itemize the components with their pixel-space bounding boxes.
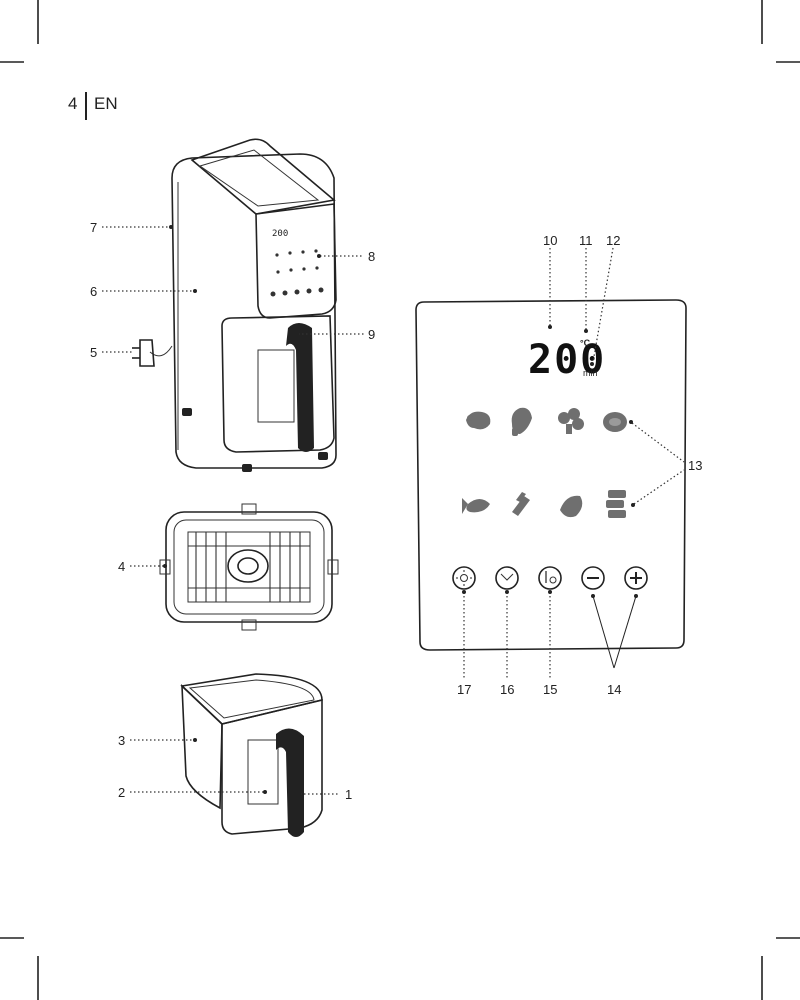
preset-row-1 <box>466 407 627 436</box>
plus-icon[interactable] <box>624 566 648 590</box>
callout-2: 2 <box>118 785 125 800</box>
display-temperature: 200 <box>528 337 606 383</box>
callout-10: 10 <box>543 233 557 248</box>
button-row <box>452 566 648 590</box>
crisper-plate-illustration <box>159 503 339 631</box>
bacon-icon[interactable] <box>606 490 626 518</box>
page-number: 4 <box>68 94 77 113</box>
callout-15: 15 <box>543 682 557 697</box>
callout-8: 8 <box>368 249 375 264</box>
callout-6: 6 <box>90 284 97 299</box>
callout-7: 7 <box>90 220 97 235</box>
callout-4: 4 <box>118 559 125 574</box>
callout-16: 16 <box>500 682 514 697</box>
language-code: EN <box>94 94 118 113</box>
callout-1: 1 <box>345 787 352 802</box>
leader-lines <box>102 225 685 796</box>
control-panel-closeup <box>415 299 687 651</box>
minus-icon[interactable] <box>581 566 605 590</box>
callout-3: 3 <box>118 733 125 748</box>
basket-illustration <box>180 673 323 837</box>
drumstick-icon[interactable] <box>511 407 532 436</box>
callout-14: 14 <box>607 682 621 697</box>
air-fryer-illustration: 200 <box>132 138 337 472</box>
callout-12: 12 <box>606 233 620 248</box>
preset-row-2 <box>462 490 626 518</box>
small-display-value: 200 <box>272 229 288 239</box>
power-icon[interactable] <box>452 566 476 590</box>
control-panel <box>255 203 337 319</box>
vegetable-icon[interactable] <box>560 495 583 518</box>
callout-17: 17 <box>457 682 471 697</box>
time-unit: min <box>583 368 598 378</box>
basket-handle-2 <box>276 728 304 837</box>
callout-11: 11 <box>579 233 593 248</box>
preset-icon[interactable] <box>495 566 519 590</box>
callout-13: 13 <box>688 458 702 473</box>
shrimp-icon[interactable] <box>466 411 491 430</box>
broccoli-icon[interactable] <box>558 408 584 434</box>
temp-unit: °C <box>580 338 591 348</box>
fish-icon[interactable] <box>462 498 490 514</box>
timer-icon[interactable] <box>538 566 562 590</box>
callout-9: 9 <box>368 327 375 342</box>
basket-handle <box>286 323 314 452</box>
small-panel-icons <box>270 249 324 297</box>
steak-icon[interactable] <box>603 412 627 432</box>
fries-icon[interactable] <box>512 492 530 516</box>
callout-5: 5 <box>90 345 97 360</box>
